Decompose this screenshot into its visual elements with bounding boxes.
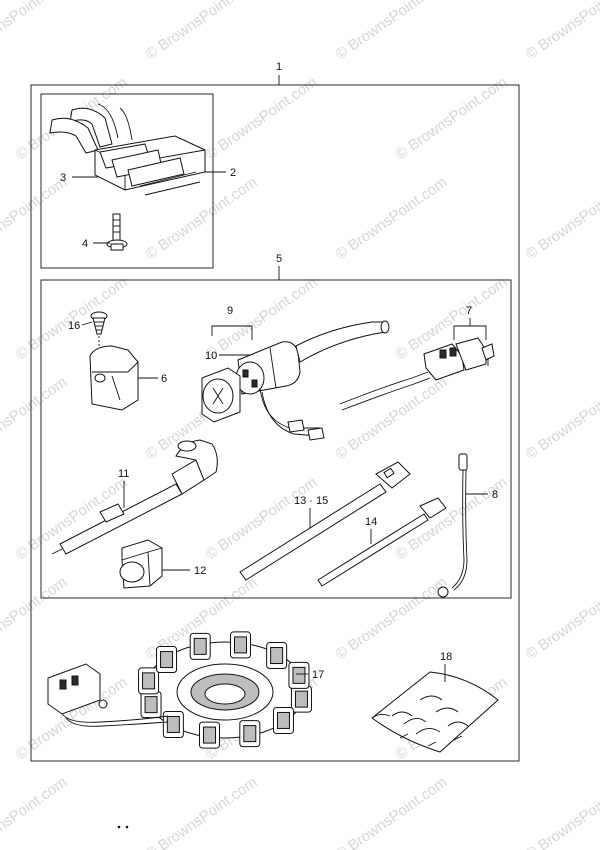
- stator-coil: [144, 696, 158, 714]
- stator-coil: [292, 666, 306, 684]
- callout-1: 1: [276, 61, 282, 73]
- watermark-text: © BrownsPoint.com: [143, 0, 261, 63]
- watermark-text: © BrownsPoint.com: [203, 474, 321, 564]
- stator-coil: [166, 715, 180, 733]
- watermark-text: © BrownsPoint.com: [523, 0, 600, 63]
- watermark-text: © BrownsPoint.com: [0, 174, 70, 264]
- callout-17: 17: [312, 669, 324, 681]
- watermark-text: © BrownsPoint.com: [0, 774, 70, 850]
- parts-bag-18: [371, 671, 499, 753]
- callout-16: 16: [68, 320, 80, 332]
- stator-coil: [276, 711, 290, 729]
- cable-tie-13-15: [239, 461, 411, 581]
- watermark-text: © BrownsPoint.com: [203, 74, 321, 164]
- watermark-text: © BrownsPoint.com: [0, 0, 70, 63]
- mark-dot: [125, 825, 129, 829]
- clamp-6: [89, 345, 139, 411]
- stator-coil: [193, 637, 207, 655]
- stator-coil: [294, 690, 308, 708]
- grommet-12: [119, 539, 163, 589]
- connector-9-10: [201, 320, 390, 441]
- stator-coil: [203, 726, 217, 744]
- regulator-assembly: [49, 103, 206, 251]
- mark-dot: [117, 825, 121, 829]
- callout-5: 5: [276, 253, 282, 265]
- callout-13-15: 13 · 15: [294, 495, 328, 507]
- watermark-text: © BrownsPoint.com: [0, 574, 70, 664]
- stator-coil: [243, 725, 257, 743]
- wire-lead-11: [51, 439, 218, 555]
- watermark-text: © BrownsPoint.com: [333, 0, 451, 63]
- watermark-text: © BrownsPoint.com: [523, 574, 600, 664]
- watermark-text: © BrownsPoint.com: [523, 174, 600, 264]
- lead-wire-8: [437, 453, 468, 598]
- stator-17: [47, 631, 312, 749]
- stator-coil: [233, 636, 247, 654]
- callout-8: 8: [492, 489, 498, 501]
- callout-4: 4: [82, 238, 88, 250]
- connector-7: [339, 337, 495, 411]
- watermark-text: © BrownsPoint.com: [333, 174, 451, 264]
- callout-9: 9: [227, 305, 233, 317]
- watermark-text: © BrownsPoint.com: [393, 474, 511, 564]
- stator-coil: [160, 651, 174, 669]
- callout-3: 3: [60, 172, 66, 184]
- watermark-text: © BrownsPoint.com: [523, 374, 600, 464]
- callout-18: 18: [440, 651, 452, 663]
- watermark-text: © BrownsPoint.com: [143, 774, 261, 850]
- callout-12: 12: [194, 565, 206, 577]
- watermark-text: © BrownsPoint.com: [333, 574, 451, 664]
- watermark-text: © BrownsPoint.com: [0, 374, 70, 464]
- callout-10: 10: [205, 350, 217, 362]
- screw-16: [90, 311, 108, 358]
- watermark-text: © BrownsPoint.com: [333, 374, 451, 464]
- watermark-text: © BrownsPoint.com: [143, 174, 261, 264]
- watermark-text: © BrownsPoint.com: [393, 74, 511, 164]
- watermark-text: © BrownsPoint.com: [523, 774, 600, 850]
- regulator-frame: [40, 93, 214, 269]
- callout-14: 14: [365, 516, 377, 528]
- watermark-text: © BrownsPoint.com: [333, 774, 451, 850]
- stator-coil: [270, 647, 284, 665]
- cable-tie-14: [317, 497, 447, 587]
- callout-6: 6: [161, 373, 167, 385]
- kit-frame: [40, 279, 512, 599]
- callout-11: 11: [118, 468, 129, 480]
- callout-2: 2: [230, 167, 236, 179]
- callout-7: 7: [466, 305, 472, 317]
- outer-frame: [30, 84, 520, 762]
- stator-coil: [142, 672, 156, 690]
